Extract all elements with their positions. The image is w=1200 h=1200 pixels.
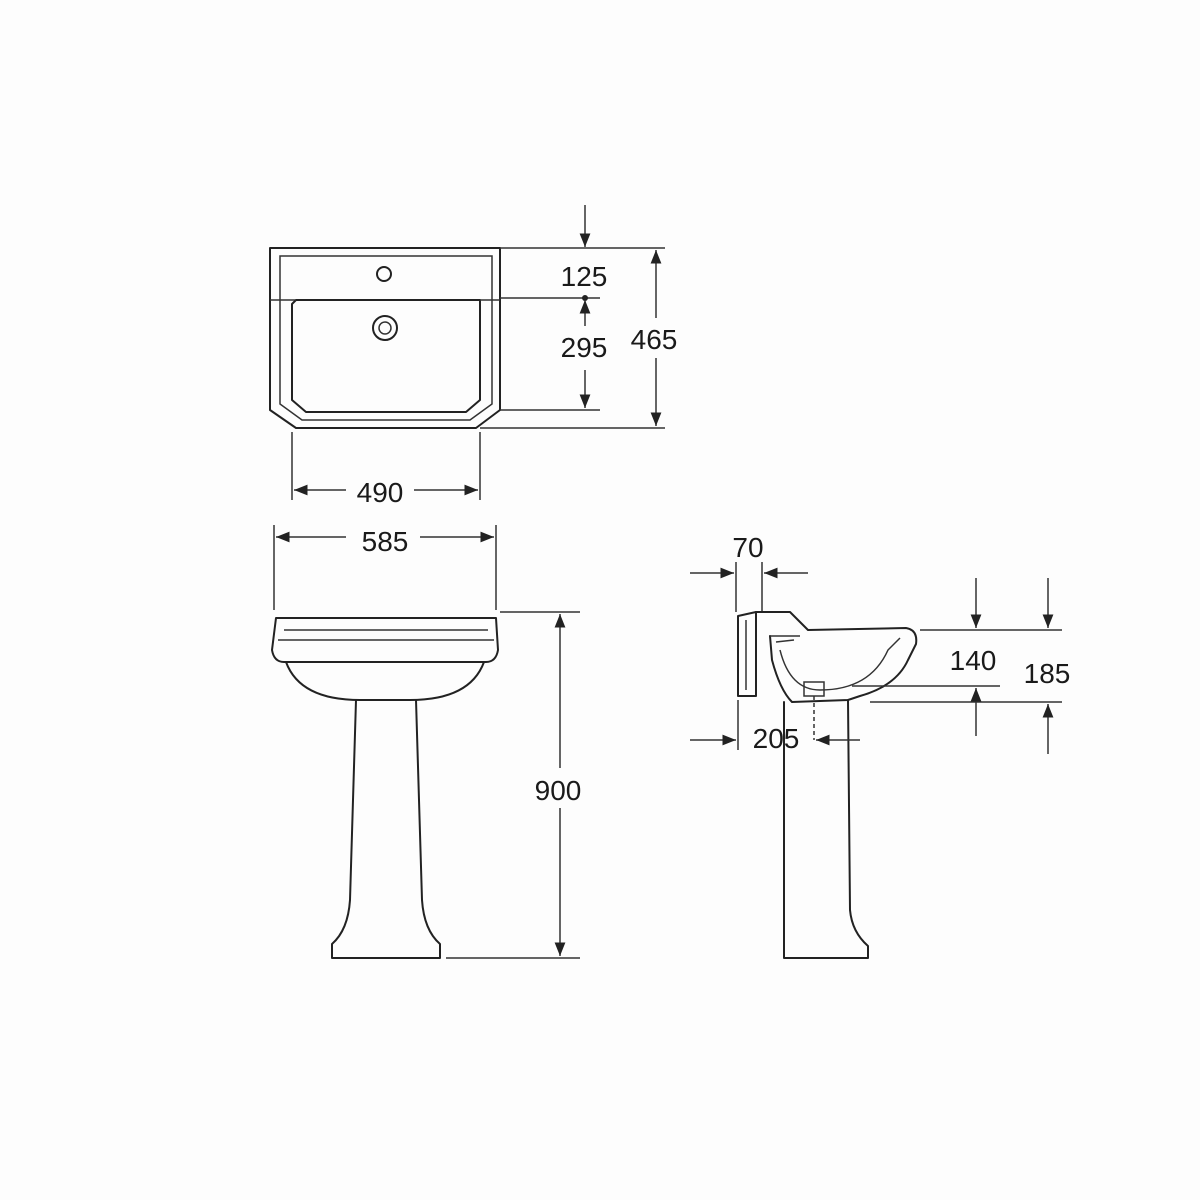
plan-basin-outline [269,247,501,429]
dim-465-label: 465 [631,324,678,355]
front-view: 585 900 [271,525,582,959]
front-basin-bowl [285,661,485,701]
dim-140-label: 140 [950,645,997,676]
tap-hole-icon [376,266,392,282]
front-basin-rim [271,617,499,663]
side-basin-body [755,611,918,703]
dim-185-label: 185 [1024,658,1071,689]
side-view: 70 205 140 185 [690,532,1071,959]
plan-view: 125 295 465 490 [269,205,678,508]
dim-490-label: 490 [357,477,404,508]
drain-outlet-icon [372,315,398,341]
front-pedestal [331,699,441,959]
dim-125-label: 125 [561,261,608,292]
side-pedestal [783,699,869,959]
dim-900-label: 900 [535,775,582,806]
dim-70-label: 70 [732,532,763,563]
side-basin-bowl [775,637,901,691]
side-wall-bracket [737,611,757,697]
dim-585-label: 585 [362,526,409,557]
plan-bowl [291,299,481,413]
dim-295-label: 295 [561,332,608,363]
dim-205-label: 205 [753,723,800,754]
plan-basin-inner-rim [279,255,493,421]
